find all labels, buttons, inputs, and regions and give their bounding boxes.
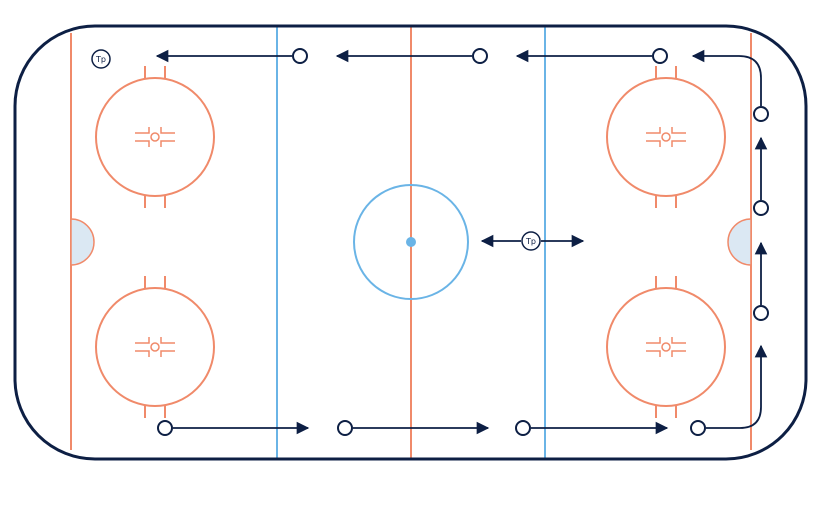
faceoff-circle-top-right [606,66,726,208]
player-circle-icon [753,106,769,122]
tp-label: Tp [95,55,106,64]
rink-boards [13,24,808,461]
tp-marker-center: Tp [480,231,585,251]
center-faceoff-dot [406,237,416,247]
player-circle-icon [753,305,769,321]
player-circle-icon [690,420,706,436]
goal-crease-right [727,218,752,266]
player-circle-icon [292,48,308,64]
faceoff-circle-top-left [95,66,215,208]
player-circle-icon [753,200,769,216]
player-circle-icon [157,420,173,436]
arrow-curve-icon [691,49,762,106]
tp-label: Tp [525,237,536,246]
player-circle-icon [337,420,353,436]
arrow-curve-icon [706,344,768,429]
faceoff-circle-bottom-left [95,276,215,418]
center-faceoff-circle [353,184,469,300]
tp-marker-top-left: Tp [91,49,111,69]
player-circle-icon [515,420,531,436]
player-circle-icon [472,48,488,64]
goal-crease-left [70,218,95,266]
player-circle-icon [652,48,668,64]
faceoff-circle-bottom-right [606,276,726,418]
